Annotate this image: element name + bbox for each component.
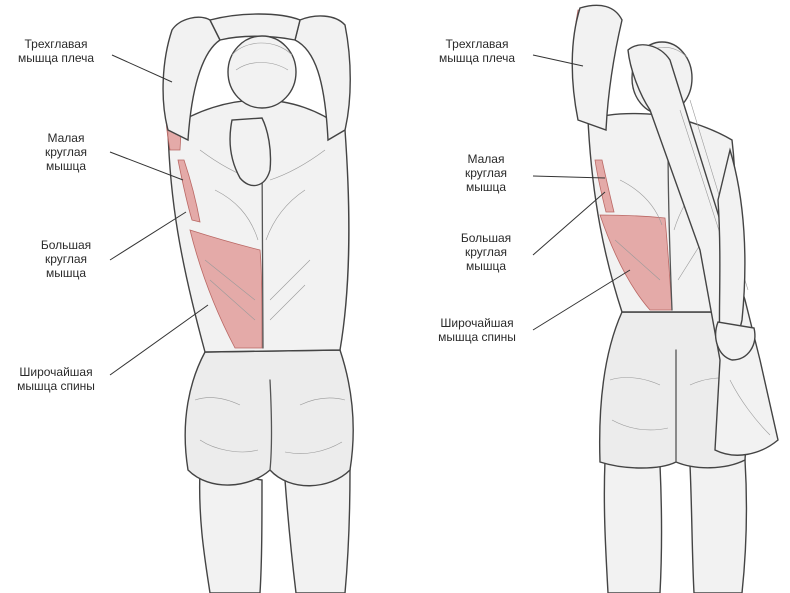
- right-teres-major-label: Большая круглая мышца: [440, 231, 532, 273]
- label-line: мышца: [45, 266, 87, 280]
- label-line: мышца спины: [17, 379, 95, 393]
- left-latissimus-leader: [109, 304, 209, 376]
- label-line: Широчайшая: [440, 316, 514, 330]
- label-line: Малая: [467, 152, 505, 166]
- left-latissimus-label: Широчайшая мышца спины: [2, 365, 110, 393]
- label-line: мышца: [465, 180, 507, 194]
- label-line: круглая: [44, 145, 88, 159]
- right-triceps-leader: [532, 54, 584, 67]
- left-teres-highlight: [177, 159, 201, 223]
- right-figure-hand: [714, 321, 756, 361]
- label-line: мышца плеча: [17, 51, 95, 65]
- right-figure-legs: [603, 459, 748, 593]
- left-triceps-leader: [111, 54, 173, 83]
- right-teres-minor-label: Малая круглая мышца: [440, 152, 532, 194]
- right-teres-highlight: [594, 159, 615, 213]
- label-line: мышца: [465, 259, 507, 273]
- label-line: Трехглавая: [445, 37, 509, 51]
- label-line: Трехглавая: [24, 37, 88, 51]
- left-teres-major-leader: [109, 211, 187, 261]
- right-triceps-label: Трехглавая мышца плеча: [422, 37, 532, 65]
- left-figure-shorts: [184, 349, 354, 487]
- left-leader-lines: [109, 54, 209, 376]
- label-line: Большая: [460, 231, 512, 245]
- left-figure: [162, 13, 354, 593]
- left-triceps-label: Трехглавая мышца плеча: [2, 37, 110, 65]
- left-teres-major-label: Большая круглая мышца: [20, 238, 112, 280]
- label-line: круглая: [464, 166, 508, 180]
- left-teres-minor-leader: [109, 151, 184, 181]
- label-line: Малая: [47, 131, 85, 145]
- left-figure-right-arm: [294, 15, 351, 142]
- right-leader-lines: [532, 54, 631, 331]
- label-line: мышца: [45, 159, 87, 173]
- label-line: Большая: [40, 238, 92, 252]
- right-latissimus-leader: [532, 269, 631, 331]
- label-line: мышца спины: [438, 330, 516, 344]
- right-latissimus-label: Широчайшая мышца спины: [422, 316, 532, 344]
- right-figure-raised-arm: [571, 4, 623, 131]
- label-line: Широчайшая: [19, 365, 93, 379]
- left-figure-hand: [229, 117, 272, 187]
- right-figure: [571, 4, 779, 593]
- left-teres-minor-label: Малая круглая мышца: [20, 131, 112, 173]
- left-figure-head: [227, 35, 297, 109]
- label-line: мышца плеча: [438, 51, 516, 65]
- label-line: круглая: [464, 245, 508, 259]
- right-teres-major-leader: [532, 191, 606, 256]
- label-line: круглая: [44, 252, 88, 266]
- right-latissimus-highlight: [599, 214, 673, 311]
- left-latissimus-highlight: [189, 229, 263, 349]
- right-teres-minor-leader: [532, 175, 606, 179]
- left-figure-left-arm: [162, 16, 221, 142]
- left-figure-legs: [198, 469, 351, 593]
